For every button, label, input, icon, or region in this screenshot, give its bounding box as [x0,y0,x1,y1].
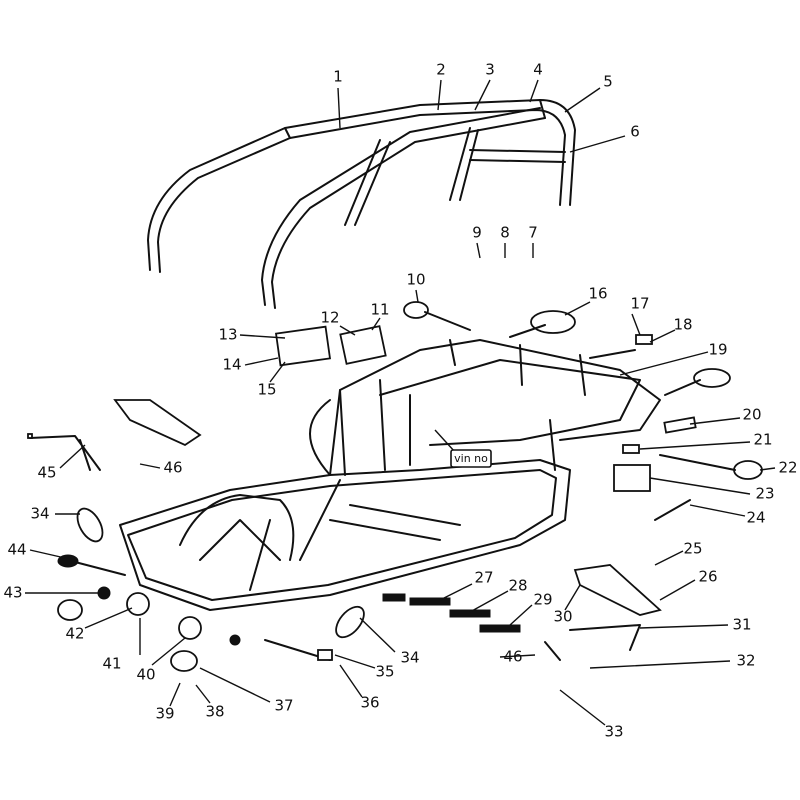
callout-3: 3 [485,61,495,79]
callout-1: 1 [333,68,343,86]
callout-46-right: 46 [503,648,522,666]
callout-24: 24 [746,509,765,527]
callout-16: 16 [588,285,607,303]
roll-cage [147,99,576,309]
callout-18: 18 [673,316,692,334]
callout-14: 14 [222,356,241,374]
callout-13: 13 [218,326,237,344]
callout-45: 45 [37,464,56,482]
callout-26: 26 [698,568,717,586]
callout-6: 6 [630,123,640,141]
callout-43: 43 [3,584,22,602]
callout-8: 8 [500,224,510,242]
callout-36: 36 [360,694,379,712]
callout-19: 19 [708,341,727,359]
vin-tag: vin no [434,429,492,468]
callout-40: 40 [136,666,155,684]
callout-38: 38 [205,703,224,721]
leader-lines [25,79,776,726]
callout-37: 37 [274,697,293,715]
callout-5: 5 [603,73,613,91]
callout-29: 29 [533,591,552,609]
callout-15: 15 [257,381,276,399]
main-frame [119,339,661,611]
callout-44: 44 [7,541,26,559]
callout-2: 2 [436,61,446,79]
callout-10: 10 [406,271,425,289]
callout-28: 28 [508,577,527,595]
callout-23: 23 [755,485,774,503]
callout-39: 39 [155,705,174,723]
callout-41: 41 [102,655,121,673]
parts [27,301,763,672]
callout-30: 30 [553,608,572,626]
callout-34-left: 34 [30,505,49,523]
callout-20: 20 [742,406,761,424]
callout-46-left: 46 [163,459,182,477]
callout-25: 25 [683,540,702,558]
callout-7: 7 [528,224,538,242]
callout-35: 35 [375,663,394,681]
callout-17: 17 [630,295,649,313]
callout-33: 33 [604,723,623,741]
vin-label: vin no [454,452,488,465]
callout-31: 31 [732,616,751,634]
callout-11: 11 [370,301,389,319]
callout-4: 4 [533,61,543,79]
callout-22: 22 [778,459,797,477]
callout-27: 27 [474,569,493,587]
callout-42: 42 [65,625,84,643]
callout-21: 21 [753,431,772,449]
callout-12: 12 [320,309,339,327]
callout-34-right: 34 [400,649,419,667]
callout-32: 32 [736,652,755,670]
callout-numbers: 1 2 3 4 5 6 7 8 9 10 11 12 13 14 15 16 1… [3,61,797,741]
callout-9: 9 [472,224,482,242]
